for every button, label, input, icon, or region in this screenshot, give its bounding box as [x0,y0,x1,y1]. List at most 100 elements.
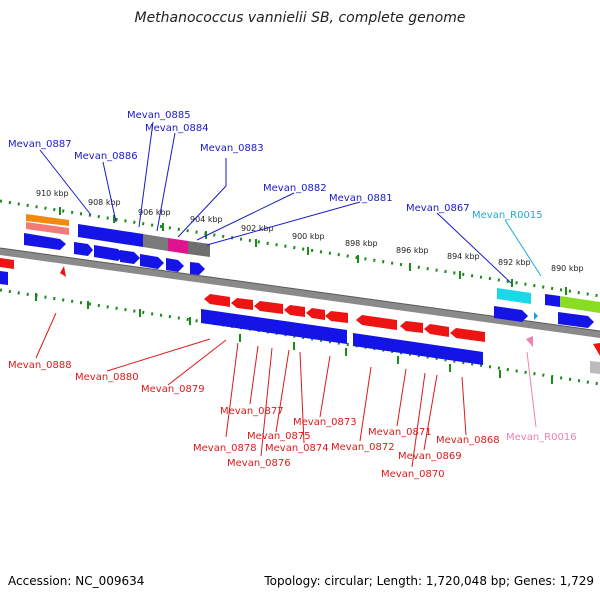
gene-arrow [120,250,140,264]
callout-line [299,351,305,444]
map-title: Methanococcus vannielii SB, complete gen… [134,10,466,26]
gene-label: Mevan_0884 [145,123,209,134]
callout-line [396,368,407,427]
gene-arrow [140,254,164,269]
gene-label: Mevan_0874 [265,443,329,454]
gene-label: Mevan_0883 [200,143,264,154]
scale-label: 908 kbp [88,198,121,207]
gene-arrow [94,245,124,261]
gene-label: Mevan_0877 [220,406,284,417]
gene-label: Mevan_0881 [329,193,393,204]
gene-feature [590,361,600,374]
callout-line [196,192,295,241]
callout-line [461,376,467,436]
backbone-band [0,248,600,338]
gene-arrow [231,298,253,310]
callout-line [102,161,117,223]
gene-arrow [0,271,8,285]
gene-arrow [593,343,600,356]
gene-label: Mevan_0878 [193,443,257,454]
outer-major-ticks [59,207,567,295]
gene-arrow [0,258,14,269]
gene-label: Mevan_0870 [381,469,445,480]
gene-label: Mevan_0867 [406,203,470,214]
callout-line [225,342,239,438]
callout-line [206,201,361,246]
gene-feature [353,333,483,365]
gene-label: Mevan_R0016 [506,432,577,443]
genome-summary-text: Topology: circular; Length: 1,720,048 bp… [264,574,594,588]
gene-feature [188,241,210,257]
gene-arrow [356,315,397,330]
callout-line [526,351,537,428]
gene-label: Mevan_0872 [331,442,395,453]
gene-label: Mevan_0886 [74,151,138,162]
scale-label: 896 kbp [396,246,429,255]
callout-line [359,366,372,442]
gene-label: Mevan_0887 [8,139,72,150]
gene-arrow [494,306,528,322]
callout-line [423,374,438,451]
callout-line [275,349,290,433]
gene-label: Mevan_0879 [141,384,205,395]
scale-label: 910 kbp [36,189,69,198]
gene-label: Mevan_R0015 [472,210,543,221]
forward-callouts [39,121,512,284]
callout-line [177,185,227,238]
gene-arrow [74,242,93,256]
reverse-strand-genes [0,258,600,374]
gene-label: Mevan_0885 [127,110,191,121]
gene-label: Mevan_0871 [368,427,432,438]
forward-gene-labels: Mevan_0887 Mevan_0886 Mevan_0885 Mevan_0… [8,110,543,221]
scale-labels: 910 kbp 908 kbp 906 kbp 904 kbp 902 kbp … [36,189,584,273]
gene-feature [201,309,347,344]
gene-arrow [424,324,449,337]
scale-label: 902 kbp [241,224,274,233]
scale-label: 906 kbp [138,208,171,217]
scale-label: 900 kbp [292,232,325,241]
gene-feature [545,294,560,307]
gene-feature [168,238,188,254]
scale-label: 890 kbp [551,264,584,273]
forward-strand-genes [0,214,600,328]
callout-line [138,121,154,228]
callout-line [167,339,227,386]
callout-line [35,312,57,359]
gene-arrow [558,312,594,328]
callout-line [156,132,176,232]
scale-label: 894 kbp [447,252,480,261]
gene-feature [560,296,600,313]
gene-label: Mevan_0880 [75,372,139,383]
gene-feature [26,222,69,235]
gene-arrow [60,266,66,277]
gene-arrow [254,301,283,314]
callout-line [504,219,542,277]
scale-label: 904 kbp [190,215,223,224]
accession-text: Accession: NC_009634 [8,574,145,588]
callout-line [249,345,259,405]
callout-line [436,212,512,284]
reverse-gene-labels: Mevan_0888 Mevan_0880 Mevan_0879 Mevan_0… [8,360,577,480]
gene-label: Mevan_0873 [293,417,357,428]
gene-feature [78,224,143,247]
gene-arrow [166,258,184,272]
gene-arrow [190,262,205,275]
gene-arrow [204,294,230,307]
gene-label: Mevan_0869 [398,451,462,462]
trna-arrow [534,312,538,320]
gene-label: Mevan_0876 [227,458,291,469]
gene-arrow [325,311,348,323]
gene-arrow [400,321,423,333]
callout-line [39,149,92,216]
callout-line [411,372,426,468]
callout-line [106,338,211,372]
gene-arrow [284,305,305,317]
gene-label: Mevan_0875 [247,431,311,442]
gene-arrow [306,308,325,320]
callout-line [260,347,273,457]
gene-label: Mevan_0868 [436,435,500,446]
gene-label: Mevan_0882 [263,183,327,194]
callout-line [319,355,331,418]
